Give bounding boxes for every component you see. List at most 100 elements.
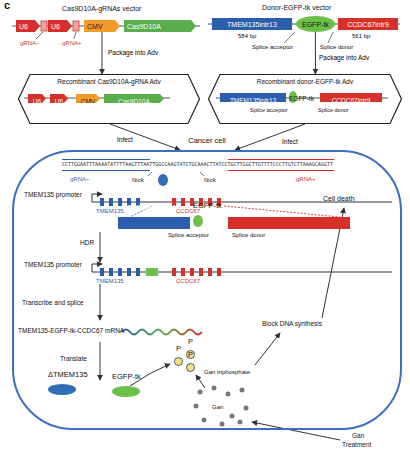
promoter-arrow: CMV (76, 94, 100, 103)
node-text: P (175, 345, 182, 353)
homology-arm: CCDC67intr9 (338, 18, 398, 30)
homology-arm: TMEM135intr13 (118, 217, 190, 229)
promoter-arrow: CMV (84, 20, 120, 32)
homology-arm: CCDC67intr9 (320, 93, 382, 102)
ganciclovir-dot (226, 392, 231, 397)
sequence-text: CCTTGGAATTTAAAATATTTTAAGTTTAATTGGCCAAGTA… (62, 162, 333, 167)
genome-locus (199, 268, 203, 276)
ganciclovir-dot (244, 406, 249, 411)
annotation-label: Cas9D10A-gRNAs vector (62, 5, 141, 12)
protein-shape (112, 386, 140, 397)
annotation-label: Translate (60, 356, 87, 363)
node-text: EGFP-tk (112, 373, 140, 381)
annotation-label: gRNA− (20, 40, 40, 46)
annotation-label: gRNA+ (296, 176, 316, 182)
panel-letter: c (4, 0, 10, 11)
annotation-label: Treatment (342, 442, 371, 449)
node-text: EGFP-tk (289, 96, 297, 103)
annotation-label: CCDC67 (176, 208, 200, 214)
reporter-cassette: EGFP-tk (193, 215, 203, 227)
genome-locus (118, 268, 122, 276)
genome-locus (181, 268, 185, 276)
annotation-label: CCDC67 (176, 278, 200, 284)
process-arrow (100, 208, 344, 440)
truncated-protein: ΔTMEM135 (48, 384, 76, 397)
target-site-band (228, 159, 334, 160)
genome-locus (172, 268, 221, 276)
genome-locus (100, 268, 140, 276)
nickase-protein: Cas9D10A (158, 174, 168, 186)
protein-shape (48, 384, 76, 395)
edge-label: Infect (281, 139, 299, 146)
annotation-label: Donor-EGFP-tk vector (262, 4, 331, 11)
grna-site (41, 21, 47, 31)
genome-locus (100, 268, 104, 276)
process-arrow (100, 342, 101, 380)
promoter-arrow: U6 (50, 94, 68, 103)
connector-arrow (110, 124, 180, 150)
leader-line (36, 32, 43, 39)
homology-arm: CCDC67intr9 (228, 217, 350, 229)
node-text: P (187, 351, 194, 359)
annotation-label: 584 bp (238, 33, 256, 39)
annotation-label: HDR (80, 240, 94, 247)
promoter-arrow: U6 (28, 94, 46, 103)
annotation-label: gRNA+ (62, 40, 82, 46)
annotation-label: Block DNA synthesis (262, 321, 322, 328)
phosphate-circle: P (174, 357, 183, 366)
node-text: U6 (51, 23, 60, 30)
node-text: Recombinant Cas9D10A-gRNA Adv (18, 79, 200, 86)
connector-arrow (315, 32, 316, 74)
annotation-label: Splice donor (320, 44, 353, 50)
annotation-label: TMEM135 (96, 278, 124, 284)
leader-line (200, 172, 204, 176)
leader-line (148, 172, 152, 176)
grna-site (73, 21, 79, 31)
phosphate-circle: P (186, 363, 195, 372)
annotation-label: Nick (132, 177, 144, 183)
target-site-band (62, 170, 150, 171)
annotation-label: Gan (212, 404, 223, 410)
ganciclovir-dot (212, 386, 217, 391)
genome-locus (92, 194, 392, 276)
node-text: U6 (19, 23, 28, 30)
leader-line (36, 32, 333, 176)
vector-backbone (12, 24, 400, 98)
process-arrow (255, 333, 280, 365)
genome-locus (217, 268, 221, 276)
fusion-protein: EGFP-tk (112, 386, 140, 399)
ganciclovir-dot (202, 418, 207, 423)
annotation-label: Cell death (323, 195, 355, 202)
leader-line (74, 32, 76, 39)
genome-locus (208, 268, 212, 276)
genome-locus (118, 198, 122, 206)
gene-arrow: Cas9D10A (124, 20, 196, 32)
gene-arrow: Cas9D10A (104, 94, 164, 103)
node-text: CCDC67intr9 (228, 204, 350, 212)
genome-locus (100, 198, 104, 206)
process-arrow (196, 375, 205, 388)
mrna-wave (122, 330, 202, 335)
genome-locus (217, 198, 221, 206)
genome-locus (127, 268, 131, 276)
node-text: CCDC67intr9 (347, 21, 389, 28)
ganciclovir-dot (198, 390, 203, 395)
homology-arm: TMEM135intr13 (220, 93, 286, 102)
process-arrow (252, 422, 340, 440)
process-arrow (100, 232, 101, 262)
edge-label: Package into Adv (107, 50, 159, 57)
node-text: CMV (87, 23, 103, 30)
ganciclovir-dot (194, 386, 249, 427)
genome-locus (181, 198, 185, 206)
homology-arm: TMEM135intr13 (212, 18, 292, 30)
node-text: TMEM135intr13 (227, 21, 277, 28)
ganciclovir-dot (220, 422, 225, 427)
ganciclovir-dot (240, 388, 245, 393)
annotation-label: Splice donor (318, 108, 349, 114)
genome-locus (109, 268, 113, 276)
annotation-label: Splice acceptor (252, 44, 293, 50)
annotation-label: Splice donor (232, 232, 265, 238)
